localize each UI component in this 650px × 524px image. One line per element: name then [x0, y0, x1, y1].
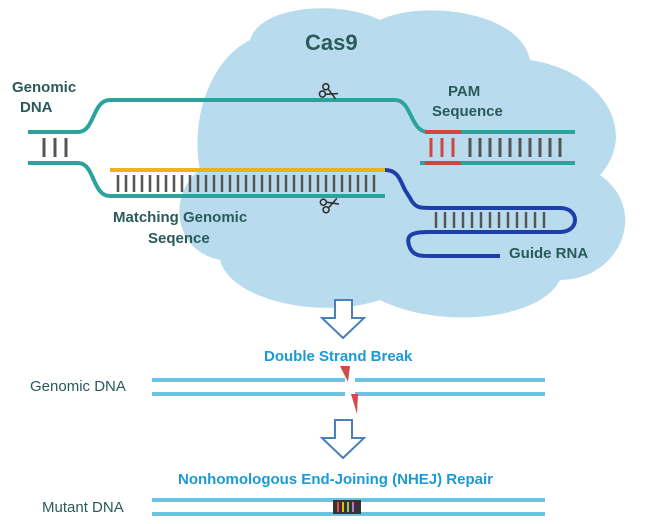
matching-label-line1: Matching Genomic	[113, 209, 247, 226]
mutant-dna	[152, 498, 545, 516]
pam-label-line1: PAM	[448, 83, 480, 100]
pam-label-line2: Sequence	[432, 103, 503, 120]
guide-rna	[384, 168, 577, 258]
genomic-dna-label: Genomic DNA	[30, 378, 126, 395]
down-arrow-icon-2	[319, 419, 367, 460]
guide-rna-label: Guide RNA	[509, 245, 588, 262]
genomic-dna-label-line1: Genomic	[12, 79, 76, 96]
scissors-icon-top	[318, 82, 339, 100]
pam-sequence	[425, 130, 461, 165]
double-strand-break-label: Double Strand Break	[264, 348, 413, 365]
matching-base-pairs	[116, 175, 376, 192]
break-marker-top	[340, 366, 350, 382]
guide-rna-base-pairs	[434, 212, 546, 228]
nhej-repair-label: Nonhomologous End-Joining (NHEJ) Repair	[178, 471, 493, 488]
matching-label-line2: Seqence	[148, 230, 210, 247]
scissors-icon-bottom	[319, 197, 340, 214]
left-base-pairs	[42, 138, 68, 157]
down-arrow-icon-1	[319, 299, 367, 340]
cas9-label: Cas9	[305, 30, 358, 55]
broken-dna	[152, 378, 545, 396]
right-base-pairs	[468, 138, 562, 157]
break-marker-bottom	[351, 394, 358, 414]
genomic-dna-label-line2: DNA	[20, 99, 53, 116]
cas9-protein	[179, 8, 626, 318]
mutant-dna-label: Mutant DNA	[42, 499, 124, 516]
